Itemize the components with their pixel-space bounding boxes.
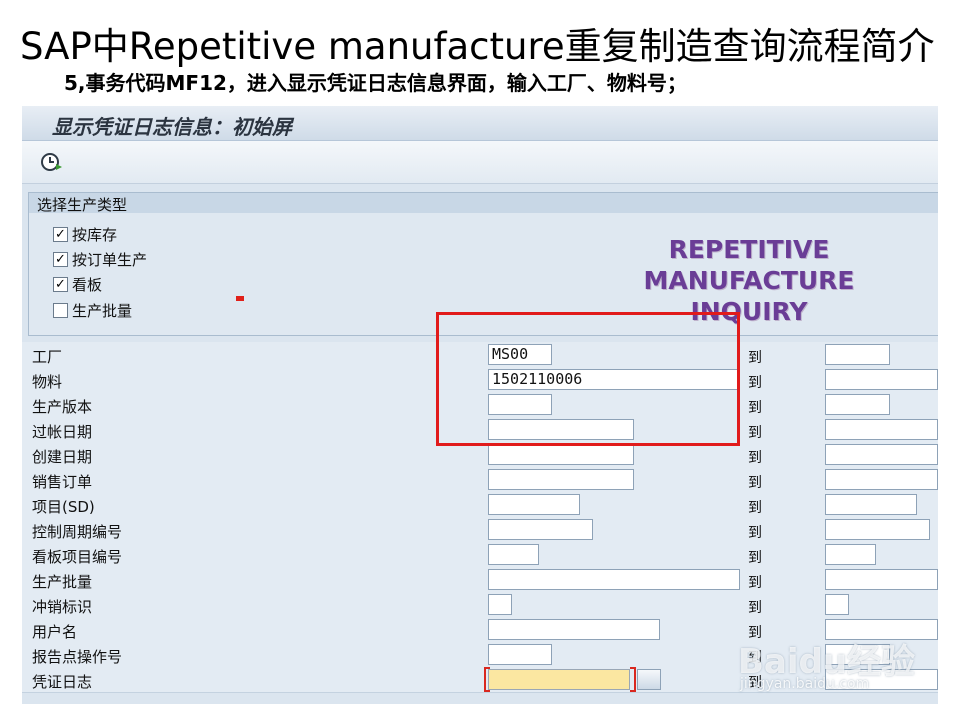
sales-order-to-input[interactable] [825,469,938,490]
to-label: 到 [748,675,762,691]
to-label: 到 [748,500,762,516]
group-header: 选择生产类型 [29,193,938,214]
document-log-input[interactable] [488,669,630,690]
field-label: 创建日期 [32,448,93,466]
sales-order-from-input[interactable] [488,469,634,490]
option-make-to-order[interactable]: ✓ 按订单生产 [53,248,147,270]
required-marker-left [484,667,490,692]
creation-date-from-input[interactable] [488,444,634,465]
row-control-cycle: 控制周期编号 到 [22,517,938,543]
to-label: 到 [748,350,762,366]
row-production-version: 生产版本 到 [22,392,938,418]
to-label: 到 [748,575,762,591]
option-label: 按订单生产 [72,250,148,269]
reversal-indicator-to-input[interactable] [825,594,849,615]
option-make-to-stock[interactable]: ✓ 按库存 [53,223,117,245]
row-document-log: 凭证日志 到 [22,667,938,693]
field-label: 冲销标识 [32,598,93,616]
reporting-point-from-input[interactable] [488,644,552,665]
creation-date-to-input[interactable] [825,444,938,465]
required-marker-right [630,667,636,692]
field-label: 项目(SD) [32,498,95,516]
slide-title: SAP中Repetitive manufacture重复制造查询流程简介 [20,25,935,68]
sd-item-from-input[interactable] [488,494,580,515]
checkbox-checked-icon[interactable]: ✓ [53,226,68,242]
option-label: 生产批量 [72,301,133,320]
to-label: 到 [748,400,762,416]
sd-item-to-input[interactable] [825,494,917,515]
to-label: 到 [748,375,762,391]
row-production-lot: 生产批量 到 [22,567,938,593]
field-label: 报告点操作号 [32,648,123,666]
kanban-item-to-input[interactable] [825,544,876,565]
document-log-to-input[interactable] [825,669,938,690]
field-label: 生产版本 [32,398,93,416]
option-label: 按库存 [72,225,118,244]
application-toolbar [22,141,938,184]
field-label: 凭证日志 [32,673,93,691]
annotation-highlight-box [436,312,740,446]
row-creation-date: 创建日期 到 [22,442,938,468]
execute-clock-icon[interactable] [40,151,64,173]
row-sales-order: 销售订单 到 [22,467,938,493]
reversal-indicator-from-input[interactable] [488,594,512,615]
to-label: 到 [748,525,762,541]
to-label: 到 [748,425,762,441]
to-label: 到 [748,475,762,491]
user-name-from-input[interactable] [488,619,660,640]
kanban-item-from-input[interactable] [488,544,539,565]
to-label: 到 [748,600,762,616]
production-version-to-input[interactable] [825,394,890,415]
to-label: 到 [748,550,762,566]
slide-subtitle: 5,事务代码MF12，进入显示凭证日志信息界面，输入工厂、物料号； [64,71,687,95]
checkbox-unchecked-icon[interactable] [53,302,68,318]
production-lot-to-input[interactable] [825,569,938,590]
reporting-point-to-input[interactable] [825,644,890,665]
material-from-input[interactable]: 1502110006 [488,369,740,390]
to-label: 到 [748,625,762,641]
posting-date-to-input[interactable] [825,419,938,440]
posting-date-from-input[interactable] [488,419,634,440]
multiple-selection-icon[interactable] [637,669,661,690]
screen-title: 显示凭证日志信息：初始屏 [52,115,292,139]
group-title: 选择生产类型 [37,196,128,214]
option-label: 看板 [72,275,103,294]
row-sd-item: 项目(SD) 到 [22,492,938,518]
overlay-line: REPETITIVE [668,235,830,264]
to-label: 到 [748,450,762,466]
checkbox-checked-icon[interactable]: ✓ [53,276,68,292]
plant-from-input[interactable]: MS00 [488,344,552,365]
field-label: 工厂 [32,348,63,366]
option-production-lot[interactable]: 生产批量 [53,299,132,321]
material-to-input[interactable] [825,369,938,390]
checkbox-checked-icon[interactable]: ✓ [53,251,68,267]
field-label: 用户名 [32,623,78,641]
field-label: 控制周期编号 [32,523,123,541]
screen-title-bar: 显示凭证日志信息：初始屏 [22,106,938,141]
field-label: 过帐日期 [32,423,93,441]
plant-to-input[interactable] [825,344,890,365]
row-kanban-item: 看板项目编号 到 [22,542,938,568]
production-lot-from-input[interactable] [488,569,740,590]
overlay-caption: REPETITIVE MANUFACTURE INQUIRY [584,234,914,327]
field-label: 物料 [32,373,63,391]
production-version-from-input[interactable] [488,394,552,415]
sap-window: 显示凭证日志信息：初始屏 选择生产类型 ✓ 按库存 ✓ 按订单生产 ✓ 看板 生… [22,106,938,704]
option-kanban[interactable]: ✓ 看板 [53,273,102,295]
user-name-to-input[interactable] [825,619,938,640]
row-reversal-indicator: 冲销标识 到 [22,592,938,618]
row-posting-date: 过帐日期 到 [22,417,938,443]
overlay-line: MANUFACTURE INQUIRY [643,266,855,326]
field-label: 生产批量 [32,573,93,591]
row-user-name: 用户名 到 [22,617,938,643]
red-marker [236,296,244,301]
control-cycle-from-input[interactable] [488,519,593,540]
row-material: 物料 1502110006 到 [22,367,938,393]
field-label: 看板项目编号 [32,548,123,566]
to-label: 到 [748,650,762,666]
control-cycle-to-input[interactable] [825,519,930,540]
field-label: 销售订单 [32,473,93,491]
row-reporting-point: 报告点操作号 到 [22,642,938,668]
